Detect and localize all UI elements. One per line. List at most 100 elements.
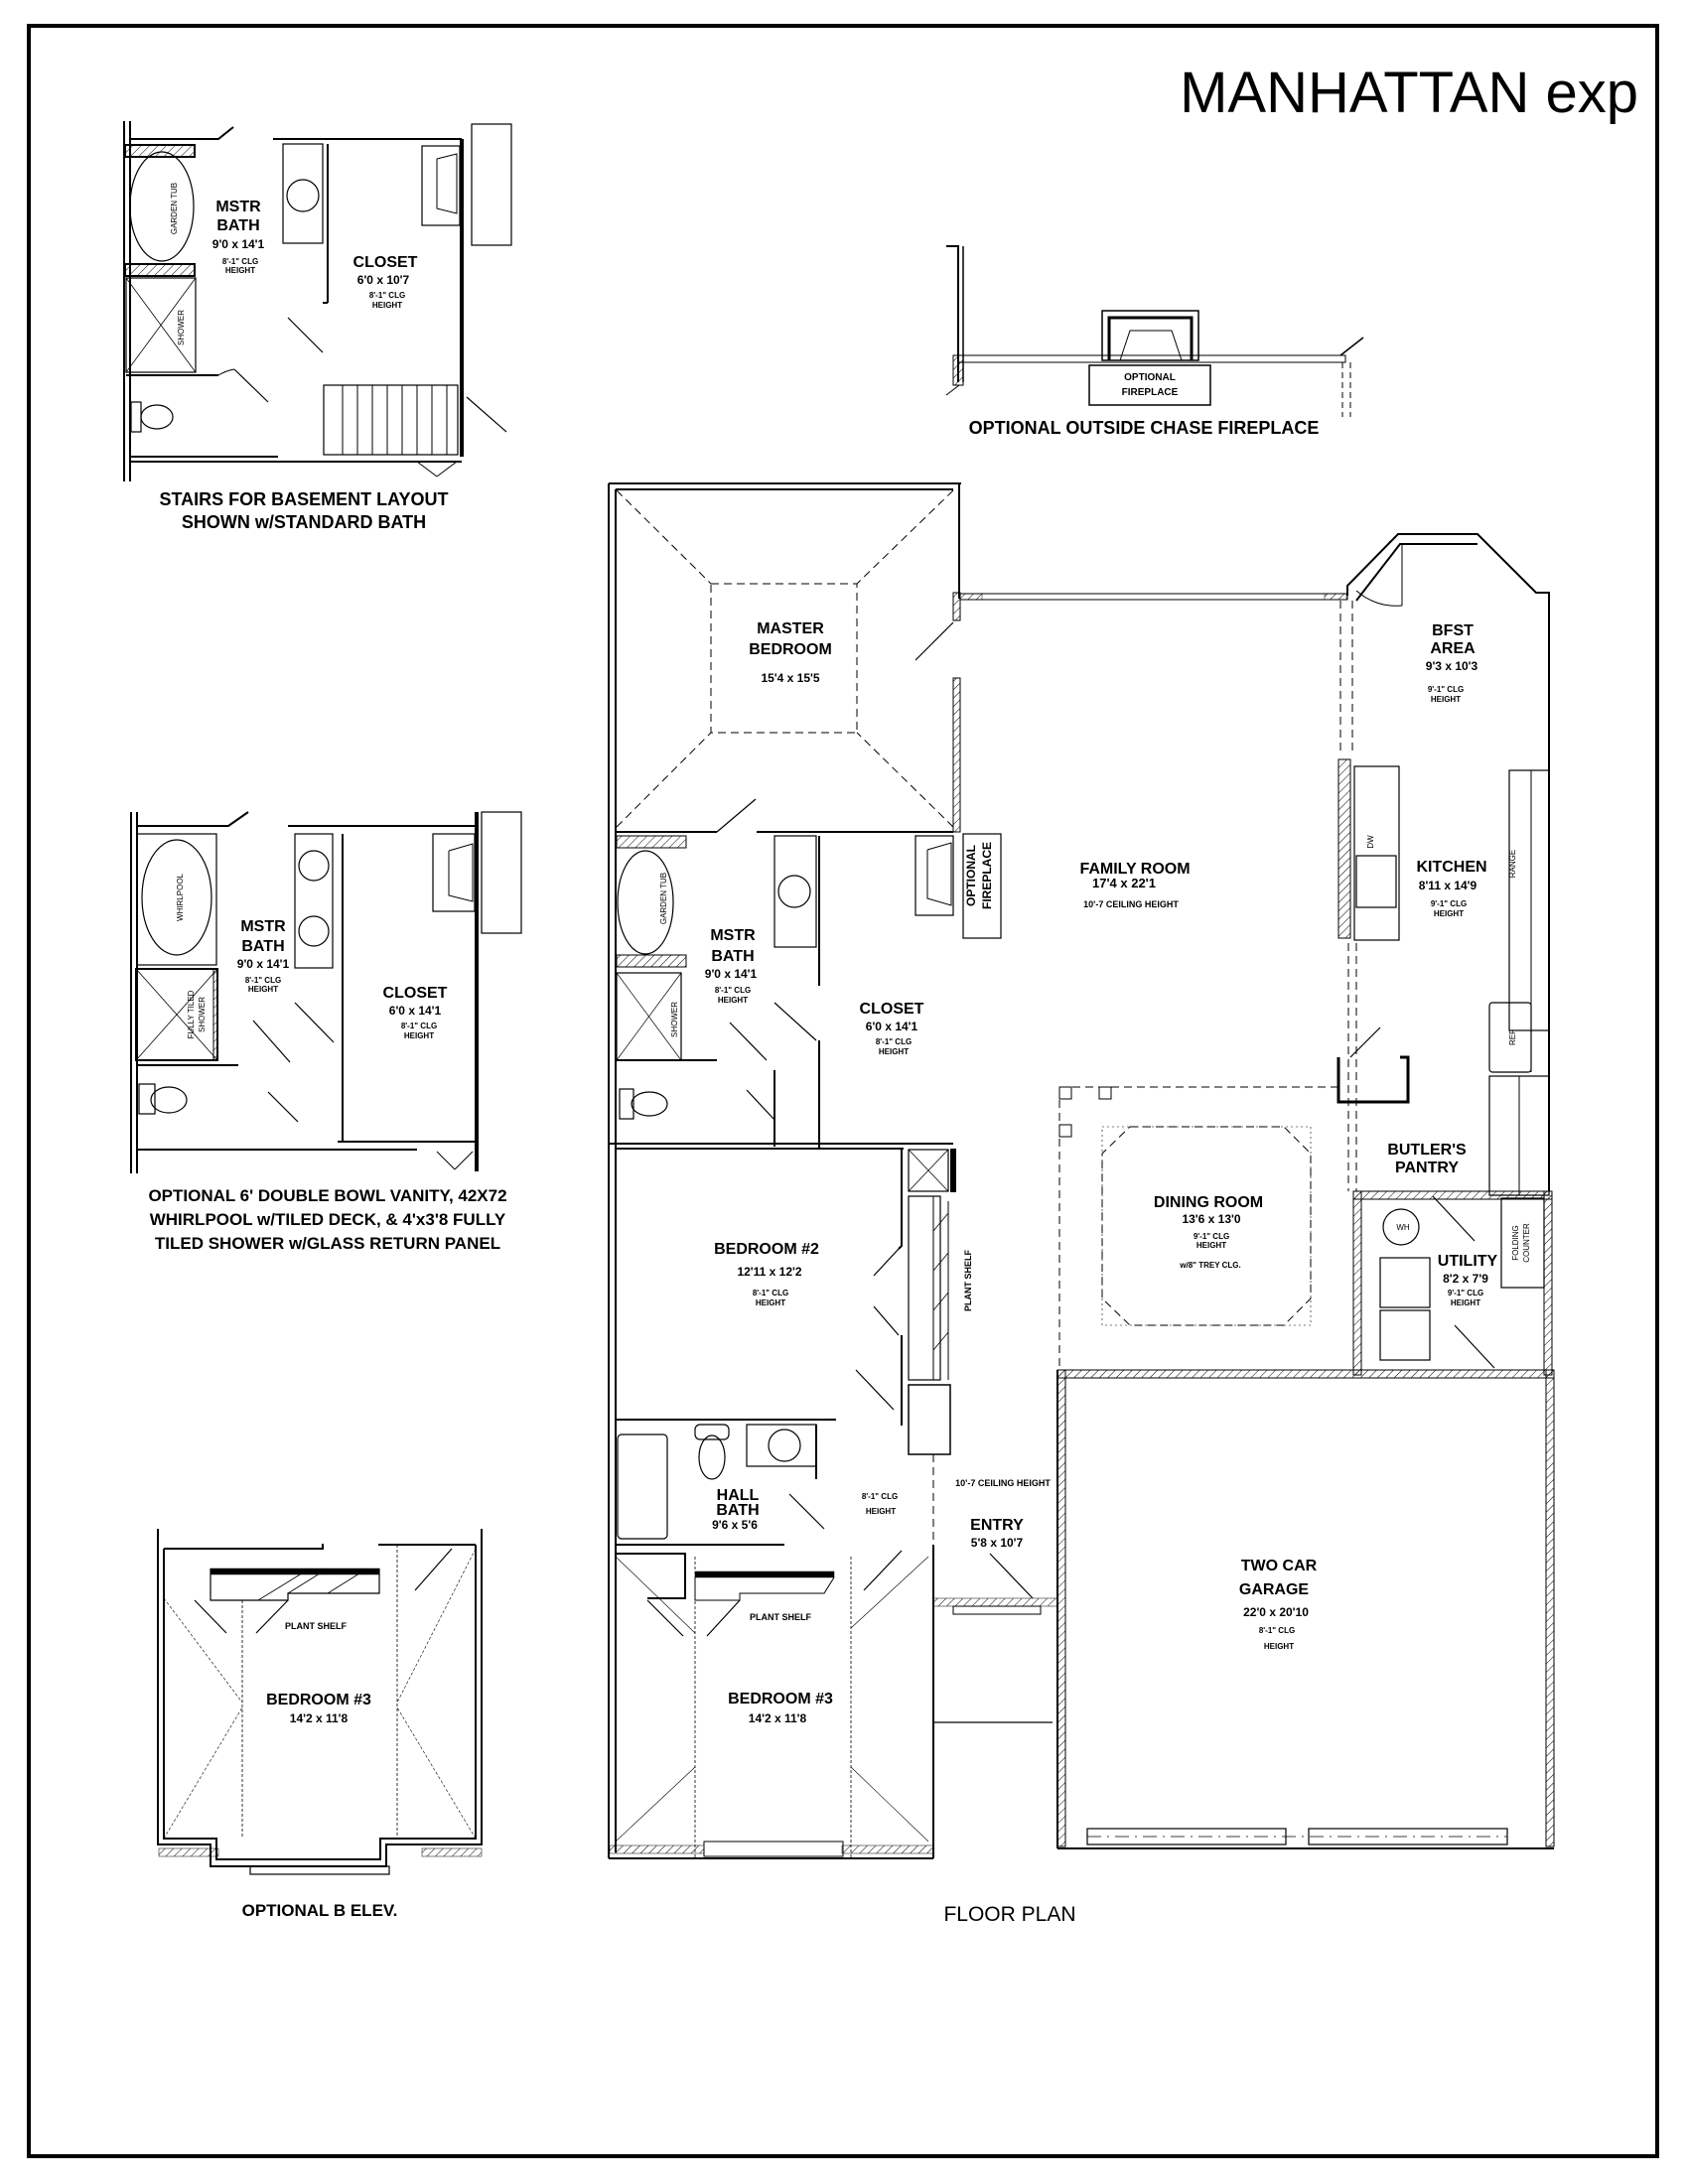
stairs-caption-line2: SHOWN w/STANDARD BATH	[182, 512, 426, 532]
utility-name: UTILITY	[1438, 1253, 1498, 1270]
room-kitchen: KITCHEN 8'11 x 14'9 9'-1" CLG HEIGHT DW …	[1366, 835, 1517, 1045]
dining-room-height: HEIGHT	[1196, 1241, 1226, 1250]
garage-name1: TWO CAR	[1241, 1558, 1318, 1574]
hall-bath-name1: HALL	[717, 1487, 760, 1504]
floor-plan-caption: FLOOR PLAN	[943, 1903, 1075, 1926]
shower-label: SHOWER	[670, 1002, 679, 1037]
vanity-mstr-bath-height: HEIGHT	[248, 985, 278, 994]
vanity-shower-label2: SHOWER	[198, 997, 207, 1032]
closet-name: CLOSET	[860, 1001, 924, 1018]
bfst-area-clg: 9'-1" CLG	[1428, 685, 1464, 694]
plant-shelf-bed3-label: PLANT SHELF	[750, 1612, 812, 1622]
kitchen-clg: 9'-1" CLG	[1431, 899, 1467, 908]
stairs-closet-size: 6'0 x 10'7	[357, 273, 410, 287]
plant-shelf-vertical-label: PLANT SHELF	[963, 1249, 973, 1311]
master-bedroom-name2: BEDROOM	[749, 641, 832, 658]
garage-size: 22'0 x 20'10	[1243, 1605, 1309, 1619]
inset-b-elevation	[157, 1529, 483, 1875]
butlers-pantry-name1: BUTLER'S	[1387, 1142, 1467, 1159]
folding-counter-label1: FOLDING	[1511, 1225, 1520, 1261]
stairs-mstr-bath-name2: BATH	[216, 217, 259, 234]
vanity-whirlpool-label: WHIRLPOOL	[176, 873, 185, 921]
dining-room-clg: 9'-1" CLG	[1194, 1232, 1229, 1241]
bfst-area-height: HEIGHT	[1431, 695, 1461, 704]
vanity-caption-line3: TILED SHOWER w/GLASS RETURN PANEL	[155, 1234, 500, 1253]
stairs-mstr-bath-height: HEIGHT	[225, 266, 255, 275]
hall-bath-name2: BATH	[716, 1502, 759, 1519]
hall-bath-size: 9'6 x 5'6	[712, 1518, 758, 1532]
dining-room-name: DINING ROOM	[1154, 1194, 1263, 1211]
inset-stairs-basement	[123, 121, 512, 481]
inset-fireplace-labels: OPTIONAL FIREPLACE OPTIONAL OUTSIDE CHAS…	[969, 372, 1320, 438]
closet-size: 6'0 x 14'1	[866, 1020, 918, 1033]
room-butlers-pantry: BUTLER'S PANTRY	[1387, 1142, 1467, 1176]
master-bedroom-size: 15'4 x 15'5	[761, 671, 819, 685]
butlers-pantry-name2: PANTRY	[1395, 1160, 1459, 1176]
stairs-closet-height: HEIGHT	[372, 301, 402, 310]
mstr-bath-height: HEIGHT	[718, 996, 748, 1005]
inset-b-elev-labels: PLANT SHELF BEDROOM #3 14'2 x 11'8 OPTIO…	[242, 1621, 398, 1920]
b-elev-caption: OPTIONAL B ELEV.	[242, 1901, 398, 1920]
garden-tub-label: GARDEN TUB	[659, 873, 668, 924]
hall-height: HEIGHT	[866, 1507, 896, 1516]
stairs-garden-tub-label: GARDEN TUB	[170, 183, 179, 234]
bfst-area-name1: BFST	[1432, 622, 1474, 639]
master-bedroom-name1: MASTER	[757, 620, 824, 637]
fireplace-box-line2: FIREPLACE	[1122, 387, 1179, 398]
main-floor-plan-walls	[608, 482, 1555, 1859]
room-garage: TWO CAR GARAGE 22'0 x 20'10 8'-1" CLG HE…	[1239, 1558, 1318, 1651]
sheet-border	[27, 24, 1659, 2158]
vanity-closet-height: HEIGHT	[404, 1031, 434, 1040]
room-bedroom-2: BEDROOM #2 12'11 x 12'2 8'-1" CLG HEIGHT…	[714, 1241, 973, 1311]
bedroom2-name: BEDROOM #2	[714, 1241, 819, 1258]
plan-title: MANHATTAN exp	[1180, 61, 1638, 125]
stairs-mstr-bath-clg: 8'-1" CLG	[222, 257, 258, 266]
mstr-bath-name2: BATH	[711, 948, 754, 965]
vanity-caption-line2: WHIRLPOOL w/TILED DECK, & 4'x3'8 FULLY	[150, 1210, 506, 1229]
inset-double-vanity	[130, 811, 522, 1173]
utility-size: 8'2 x 7'9	[1443, 1272, 1488, 1286]
fireplace-caption: OPTIONAL OUTSIDE CHASE FIREPLACE	[969, 418, 1320, 438]
garage-clg: 8'-1" CLG	[1259, 1626, 1295, 1635]
dishwasher-label: DW	[1366, 835, 1375, 849]
mstr-bath-size: 9'0 x 14'1	[705, 967, 758, 981]
room-bedroom-3: PLANT SHELF BEDROOM #3 14'2 x 11'8	[728, 1612, 833, 1725]
bedroom2-clg: 8'-1" CLG	[753, 1289, 788, 1297]
vanity-mstr-bath-size: 9'0 x 14'1	[237, 957, 290, 971]
family-room-ceiling: 10'-7 CEILING HEIGHT	[1083, 899, 1179, 909]
stairs-closet-clg: 8'-1" CLG	[369, 291, 405, 300]
vanity-closet-clg: 8'-1" CLG	[401, 1022, 437, 1030]
stairs-mstr-bath-name1: MSTR	[215, 199, 261, 215]
mstr-bath-clg: 8'-1" CLG	[715, 986, 751, 995]
utility-clg: 9'-1" CLG	[1448, 1289, 1483, 1297]
room-utility: UTILITY 8'2 x 7'9 9'-1" CLG HEIGHT WH FO…	[1396, 1223, 1531, 1307]
fireplace-box-line1: OPTIONAL	[1124, 372, 1176, 383]
inset-stairs-labels: MSTR BATH 9'0 x 14'1 8'-1" CLG HEIGHT CL…	[159, 183, 448, 532]
b-elev-bedroom3-size: 14'2 x 11'8	[290, 1711, 349, 1725]
hall-clg: 8'-1" CLG	[862, 1492, 898, 1501]
mstr-bath-name1: MSTR	[710, 927, 756, 944]
b-elev-bedroom3-name: BEDROOM #3	[266, 1692, 371, 1708]
room-dining-room: DINING ROOM 13'6 x 13'0 9'-1" CLG HEIGHT…	[1154, 1194, 1263, 1270]
family-room-size: 17'4 x 22'1	[1092, 876, 1156, 890]
bedroom2-height: HEIGHT	[756, 1298, 785, 1307]
vanity-mstr-bath-name2: BATH	[241, 938, 284, 955]
vanity-mstr-bath-clg: 8'-1" CLG	[245, 976, 281, 985]
dining-room-trey-note: w/8" TREY CLG.	[1179, 1261, 1240, 1270]
bedroom3-size: 14'2 x 11'8	[749, 1711, 807, 1725]
inset-outside-fireplace	[945, 245, 1364, 417]
vanity-closet-name: CLOSET	[383, 985, 448, 1002]
room-bfst-area: BFST AREA 9'3 x 10'3 9'-1" CLG HEIGHT	[1426, 622, 1478, 704]
closet-height: HEIGHT	[879, 1047, 909, 1056]
vanity-closet-size: 6'0 x 14'1	[389, 1004, 442, 1018]
optional-fireplace-label1: OPTIONAL	[964, 845, 978, 906]
kitchen-height: HEIGHT	[1434, 909, 1464, 918]
folding-counter-label2: COUNTER	[1522, 1223, 1531, 1263]
main-floor-plan-labels: MASTER BEDROOM 15'4 x 15'5 MSTR BATH 9'0…	[659, 620, 1531, 1926]
closet-clg: 8'-1" CLG	[876, 1037, 912, 1046]
kitchen-name: KITCHEN	[1416, 859, 1486, 876]
entry-ceiling: 10'-7 CEILING HEIGHT	[955, 1478, 1051, 1488]
utility-height: HEIGHT	[1451, 1298, 1480, 1307]
room-closet: CLOSET 6'0 x 14'1 8'-1" CLG HEIGHT OPTIO…	[860, 842, 994, 1056]
